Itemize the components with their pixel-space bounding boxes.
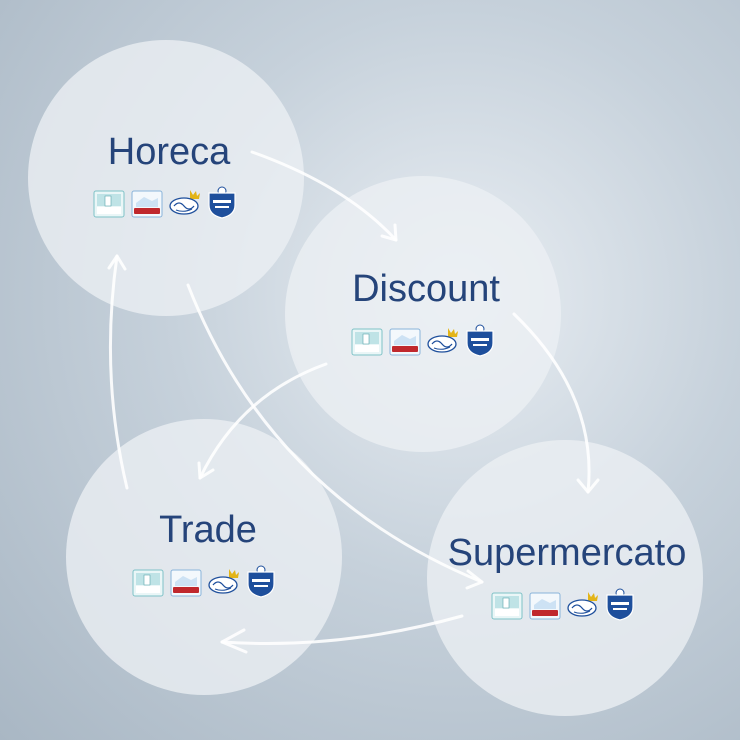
- arrow-horeca-to-supermercato: [186, 283, 484, 590]
- node-supermercato-title: Supermercato: [448, 532, 687, 574]
- node-discount-circle: [285, 176, 561, 452]
- node-horeca-title: Horeca: [108, 131, 231, 173]
- node-trade-circle: [66, 419, 342, 695]
- arrow-trade-to-horeca: [107, 254, 129, 490]
- node-discount-title: Discount: [352, 268, 500, 310]
- arrow-discount-to-supermercato: [512, 312, 600, 494]
- node-horeca-circle: [28, 40, 304, 316]
- arrow-supermercato-to-trade: [220, 614, 464, 654]
- node-trade-title: Trade: [159, 509, 257, 551]
- arrow-horeca-to-discount: [250, 150, 398, 242]
- arrow-discount-to-trade: [197, 362, 328, 480]
- node-supermercato-circle: [427, 440, 703, 716]
